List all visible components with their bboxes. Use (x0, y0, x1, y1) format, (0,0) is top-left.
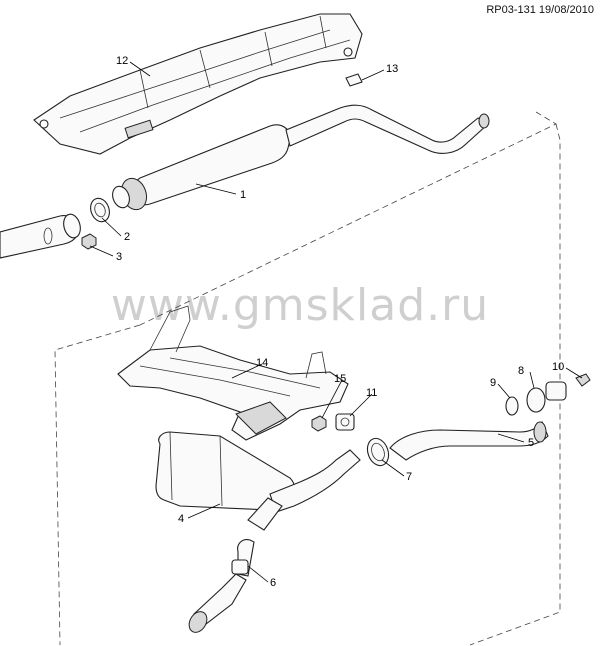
part-8-mount (545, 381, 567, 401)
callout-5: 5 (528, 437, 534, 449)
watermark-text: www.gmsklad.ru (110, 280, 490, 331)
callout-13: 13 (386, 63, 398, 75)
callout-8: 8 (518, 365, 524, 377)
rear-muffler-part-4 (155, 431, 361, 531)
callout-7: 7 (406, 471, 412, 483)
callout-12: 12 (116, 55, 128, 67)
crossmember-part-14 (117, 305, 349, 441)
dashed-frame-right (469, 123, 561, 646)
diagram-reference-code: RP03-131 19/08/2010 (486, 4, 594, 16)
clip-part-13 (345, 73, 363, 87)
callout-2: 2 (124, 231, 130, 243)
rear-hanger-parts (505, 373, 591, 416)
callout-9: 9 (490, 377, 496, 389)
callout-15: 15 (334, 373, 346, 385)
callout-1: 1 (240, 189, 246, 201)
front-pipe-stub (0, 213, 81, 259)
gasket-part-2 (90, 197, 110, 223)
callout-3: 3 (116, 251, 122, 263)
leader-lines (89, 61, 583, 583)
heat-shield-upper (33, 13, 363, 155)
nut-part-15 (311, 415, 327, 432)
callout-4: 4 (178, 513, 184, 525)
dashed-frame-upper (139, 111, 557, 326)
callout-14: 14 (256, 357, 268, 369)
dashed-frame-lower (54, 324, 141, 646)
callout-labels: 1 2 3 4 5 6 7 8 9 10 11 12 13 14 15 (116, 55, 564, 589)
clamp-part-7 (366, 437, 390, 467)
callout-11: 11 (366, 387, 377, 399)
part-10-bolt (575, 373, 591, 387)
part-9-ring (505, 396, 519, 416)
nut-part-3 (81, 233, 97, 250)
callout-10: 10 (552, 361, 564, 373)
front-muffler-pipe (112, 104, 490, 211)
rubber-hanger-part-11 (335, 413, 355, 431)
callout-6: 6 (270, 577, 276, 589)
part-8-bracket (526, 387, 546, 413)
tail-pipe-part-5 (389, 420, 549, 461)
intermediate-pipe-part-6 (188, 539, 255, 633)
